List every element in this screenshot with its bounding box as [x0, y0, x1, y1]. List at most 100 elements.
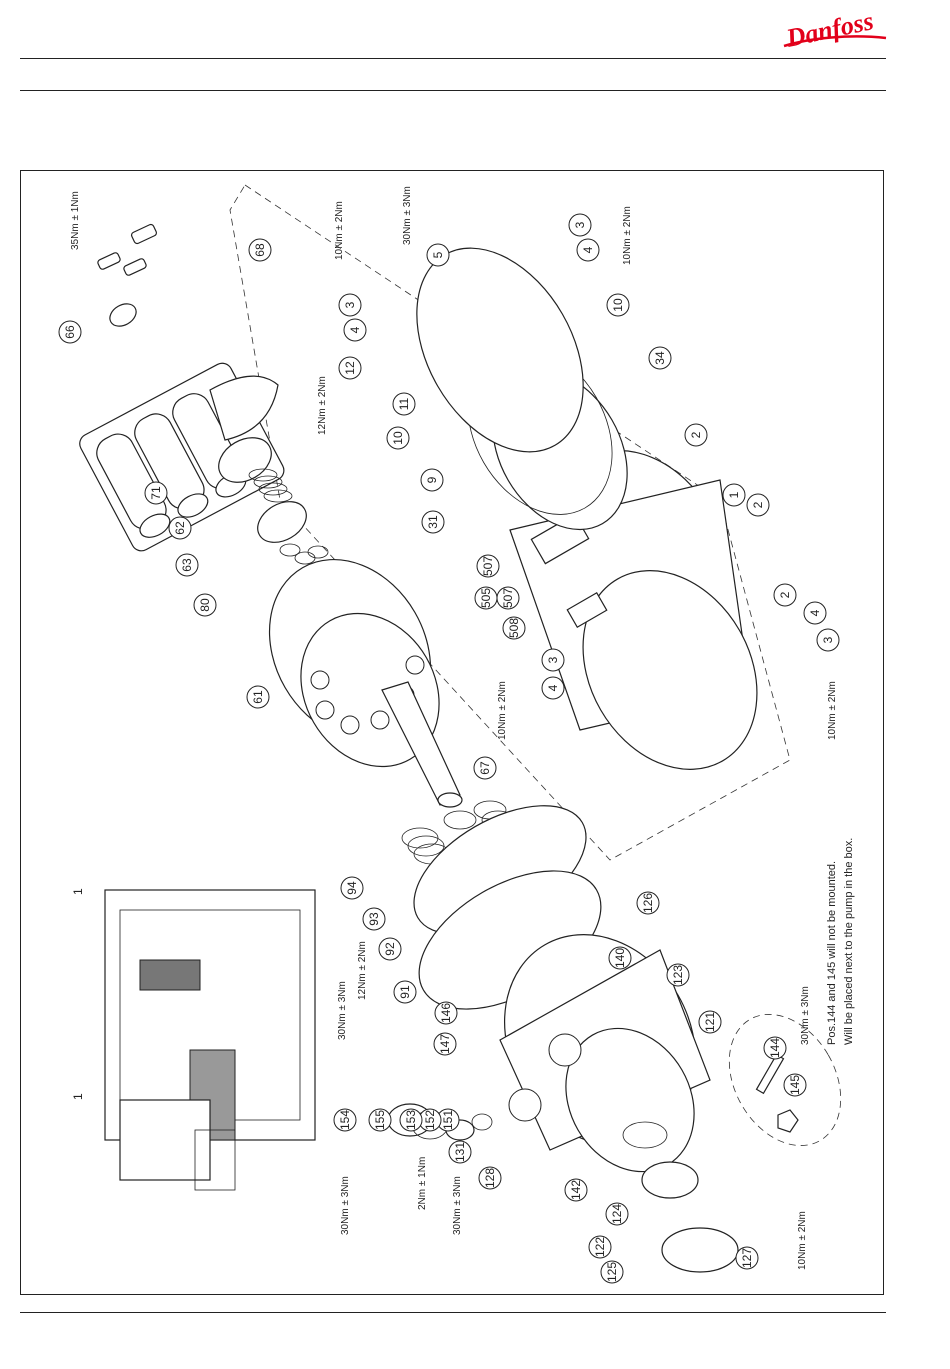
callout-label-94: 94	[345, 881, 359, 895]
svg-text:Danfoss: Danfoss	[783, 8, 876, 52]
callout-bubble-4d	[803, 601, 827, 625]
torque-30nm-c: 30Nm ± 3Nm	[340, 1176, 351, 1235]
callout-label-62: 62	[173, 521, 187, 535]
callout-label-4d: 4	[808, 609, 822, 616]
callout-bubble-3a	[568, 213, 592, 237]
callout-label-144: 144	[768, 1038, 782, 1058]
callout-bubble-68	[248, 238, 272, 262]
callout-bubble-10b	[386, 426, 410, 450]
part-71	[218, 437, 272, 483]
callout-label-67: 67	[478, 761, 492, 775]
callout-bubble-63	[175, 553, 199, 577]
callout-bubble-91	[393, 980, 417, 1004]
callout-bubble-4c	[541, 676, 565, 700]
callout-bubble-140	[608, 946, 632, 970]
callout-bubble-94	[340, 876, 364, 900]
callout-label-126: 126	[641, 893, 655, 913]
callout-label-12: 12	[343, 361, 357, 375]
end-cover-121	[499, 934, 711, 1173]
note-line-1: Pos.144 and 145 will not be mounted.	[826, 861, 838, 1045]
torque-2nm: 2Nm ± 1Nm	[417, 1157, 428, 1210]
callout-label-10a: 10	[611, 298, 625, 312]
header-rule-top	[20, 58, 886, 59]
torque-30nm-e: 30Nm ± 3Nm	[452, 1176, 463, 1235]
section-callout-1a: 1	[71, 888, 85, 895]
callout-label-122: 122	[593, 1237, 607, 1257]
callout-bubble-4b	[343, 318, 367, 342]
torque-10nm-e: 10Nm ± 2Nm	[797, 1211, 808, 1270]
callout-bubble-124	[605, 1202, 629, 1226]
callout-label-121: 121	[703, 1012, 717, 1032]
torque-10nm-c: 10Nm ± 2Nm	[497, 681, 508, 740]
torque-30nm-b: 30Nm ± 3Nm	[337, 981, 348, 1040]
torque-10nm-b: 10Nm ± 2Nm	[622, 206, 633, 265]
shaft-67	[381, 681, 463, 808]
torque-12nm-b: 12Nm ± 2Nm	[357, 941, 368, 1000]
callout-label-127: 127	[740, 1248, 754, 1268]
callout-bubble-3b	[338, 293, 362, 317]
callout-label-31: 31	[426, 515, 440, 529]
callout-label-142: 142	[569, 1180, 583, 1200]
callout-label-68: 68	[253, 243, 267, 257]
callout-bubble-507b	[496, 586, 520, 610]
callout-bubble-5	[426, 243, 450, 267]
footer-rule	[20, 1312, 886, 1313]
callout-bubble-66	[58, 320, 82, 344]
callout-label-140: 140	[613, 948, 627, 968]
callout-label-151: 151	[441, 1110, 455, 1130]
callout-label-93: 93	[367, 912, 381, 926]
callout-label-91: 91	[398, 985, 412, 999]
part-63	[257, 501, 307, 543]
drawing-frame	[20, 170, 884, 1295]
callout-label-147: 147	[438, 1034, 452, 1054]
torque-30nm-a: 30Nm ± 3Nm	[402, 186, 413, 245]
callout-bubble-12	[338, 356, 362, 380]
callout-bubble-155	[368, 1108, 392, 1132]
callout-label-4c: 4	[546, 684, 560, 691]
torque-12nm-a: 12Nm ± 2Nm	[317, 376, 328, 435]
callout-label-131: 131	[453, 1142, 467, 1162]
part-142	[622, 1121, 668, 1149]
callout-bubble-125	[600, 1260, 624, 1284]
torque-10nm-a: 10Nm ± 2Nm	[334, 201, 345, 260]
torque-35nm: 35Nm ± 1Nm	[70, 191, 81, 250]
callout-label-5: 5	[431, 251, 445, 258]
torque-10nm-d: 10Nm ± 2Nm	[827, 681, 838, 740]
callout-label-3d: 3	[821, 636, 835, 643]
callout-bubble-34	[648, 346, 672, 370]
callout-bubble-144	[763, 1036, 787, 1060]
callout-label-123: 123	[671, 965, 685, 985]
callout-label-124: 124	[610, 1204, 624, 1224]
part-125	[661, 1227, 739, 1273]
callout-bubble-3d	[816, 628, 840, 652]
callout-bubble-4a	[576, 238, 600, 262]
callout-bubble-121	[698, 1010, 722, 1034]
callout-label-92: 92	[383, 942, 397, 956]
callout-bubble-61	[246, 685, 270, 709]
part-124	[641, 1161, 699, 1199]
callout-label-3c: 3	[546, 656, 560, 663]
callout-bubble-11	[392, 392, 416, 416]
callout-label-152: 152	[423, 1110, 437, 1130]
section-view	[104, 889, 316, 1191]
callout-bubble-10a	[606, 293, 630, 317]
callout-label-71: 71	[149, 486, 163, 500]
callout-label-3b: 3	[343, 301, 357, 308]
callout-bubble-2c	[746, 493, 770, 517]
piston-group	[79, 223, 285, 552]
callout-bubble-154	[333, 1108, 357, 1132]
callout-label-1: 1	[727, 491, 741, 498]
callout-label-80: 80	[198, 598, 212, 612]
torque-30nm-d: 30Nm ± 3Nm	[800, 986, 811, 1045]
callout-bubble-1	[722, 483, 746, 507]
pin-144	[755, 1053, 785, 1095]
callout-label-3a: 3	[573, 221, 587, 228]
note-line-2: Will be placed next to the pump in the b…	[843, 838, 855, 1045]
callout-bubble-93	[362, 907, 386, 931]
callout-label-508: 508	[507, 618, 521, 638]
callout-label-125: 125	[605, 1262, 619, 1282]
callout-label-63: 63	[180, 558, 194, 572]
callout-bubble-153	[399, 1108, 423, 1132]
callout-bubble-146	[434, 1001, 458, 1025]
callout-label-61: 61	[251, 690, 265, 704]
